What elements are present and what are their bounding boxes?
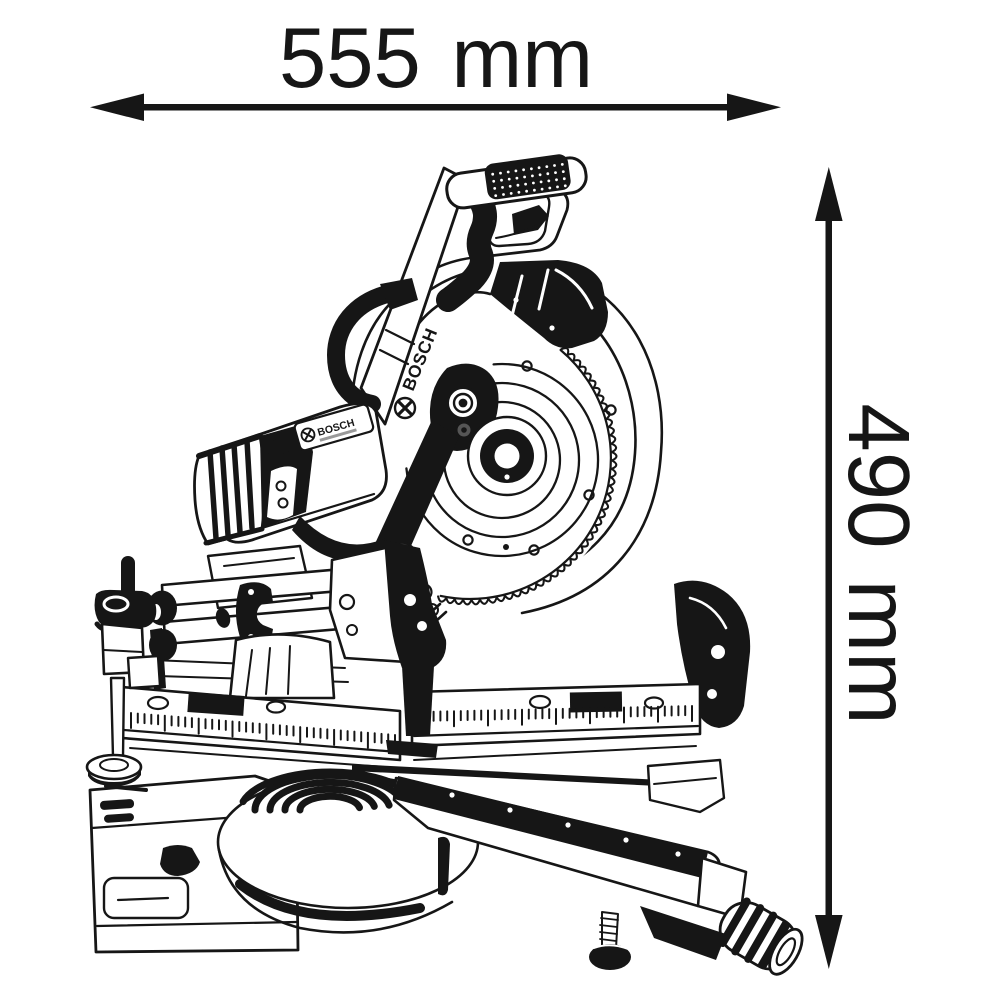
svg-text:490 mm: 490 mm (830, 403, 927, 724)
svg-text:555 mm: 555 mm (279, 11, 593, 106)
